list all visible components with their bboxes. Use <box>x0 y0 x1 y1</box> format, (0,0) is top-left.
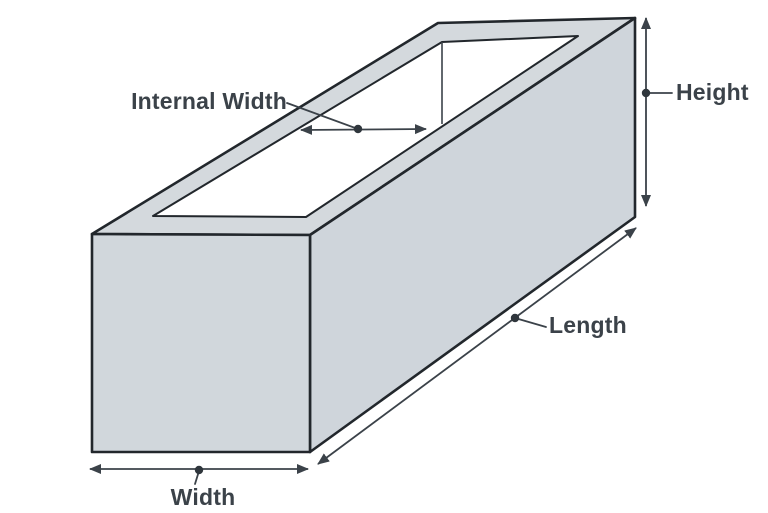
length-anchor-dot <box>510 313 520 323</box>
height-dimension: Height <box>641 17 749 207</box>
internal-width-leader <box>286 102 359 130</box>
height-anchor-dot <box>641 88 651 98</box>
width-label: Width <box>171 484 236 510</box>
length-dimension: Length <box>317 227 637 465</box>
length-arrow <box>317 227 637 465</box>
length-leader <box>514 317 547 328</box>
length-label: Length <box>549 312 627 338</box>
internal-width-dimension: Internal Width <box>131 88 427 135</box>
internal-width-label: Internal Width <box>131 88 287 114</box>
internal-width-anchor-dot <box>353 124 363 134</box>
width-dimension: Width <box>89 464 309 510</box>
internal-width-arrow <box>300 124 427 135</box>
height-label: Height <box>676 79 749 105</box>
box-front-face <box>90 232 312 454</box>
box <box>90 16 637 454</box>
width-anchor-dot <box>194 465 204 475</box>
